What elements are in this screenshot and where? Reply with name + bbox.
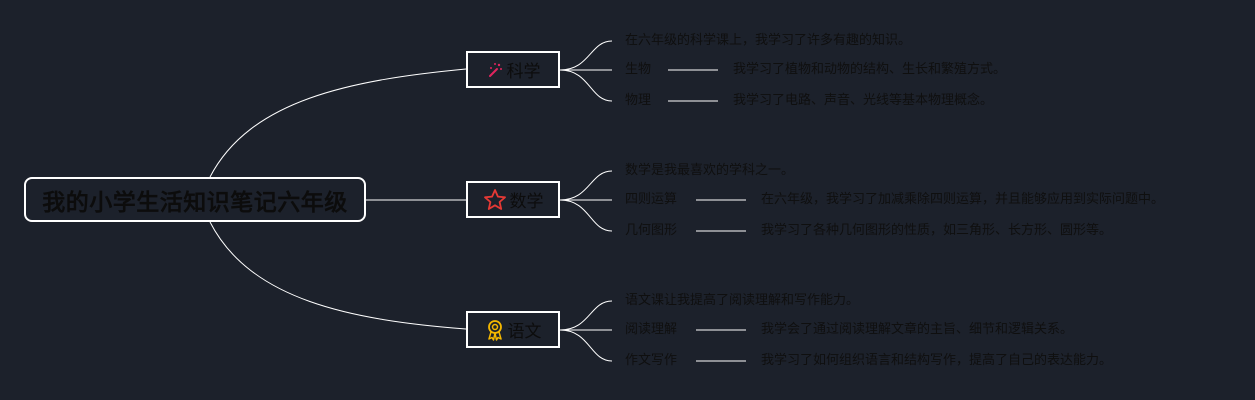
connector-math-item2 [559, 199, 613, 232]
science-item-biology-label[interactable]: 生物 [625, 62, 652, 77]
connector-root-chinese [209, 221, 467, 330]
connector-root-science [209, 68, 467, 178]
math-item-geometry-note[interactable]: 我学习了各种几何图形的性质，如三角形、长方形、圆形等。 [761, 223, 1113, 238]
chinese-item-reading-label[interactable]: 阅读理解 [625, 322, 678, 337]
chinese-item-writing-note[interactable]: 我学习了如何组织语言和结构写作，提高了自己的表达能力。 [761, 353, 1113, 368]
connector-chinese-item2 [559, 329, 613, 362]
chinese-intro-text[interactable]: 语文课让我提高了阅读理解和写作能力。 [625, 293, 860, 308]
connector-math-intro [559, 170, 613, 201]
chinese-item-writing-label[interactable]: 作文写作 [625, 353, 678, 368]
topic-chinese-label: 语文 [507, 322, 542, 342]
math-intro-text[interactable]: 数学是我最喜欢的学科之一。 [625, 163, 795, 178]
science-intro-text[interactable]: 在六年级的科学课上，我学习了许多有趣的知识。 [625, 33, 912, 48]
root-topic-label: 我的小学生活知识笔记六年级 [42, 189, 348, 216]
star-icon [483, 188, 507, 212]
topic-science-label: 科学 [506, 62, 541, 82]
award-ribbon-icon [485, 319, 505, 341]
science-item-physics-note[interactable]: 我学习了电路、声音、光线等基本物理概念。 [733, 93, 994, 108]
root-topic[interactable]: 我的小学生活知识笔记六年级 [24, 177, 366, 222]
science-item-physics-label[interactable]: 物理 [625, 93, 652, 108]
chinese-item-reading-note[interactable]: 我学会了通过阅读理解文章的主旨、细节和逻辑关系。 [761, 322, 1074, 337]
connector-science-item2 [559, 69, 613, 102]
math-item-arithmetic-note[interactable]: 在六年级，我学习了加减乘除四则运算，并且能够应用到实际问题中。 [761, 192, 1165, 207]
connector-chinese-intro [559, 300, 613, 331]
topic-chinese[interactable]: 语文 [466, 311, 560, 348]
magic-wand-icon [486, 61, 504, 79]
topic-science[interactable]: 科学 [466, 51, 560, 88]
connector-science-intro [559, 40, 613, 71]
math-item-arithmetic-label[interactable]: 四则运算 [625, 192, 678, 207]
math-item-geometry-label[interactable]: 几何图形 [625, 223, 678, 238]
topic-math-label: 数学 [509, 192, 544, 212]
science-item-biology-note[interactable]: 我学习了植物和动物的结构、生长和繁殖方式。 [733, 62, 1007, 77]
topic-math[interactable]: 数学 [466, 181, 560, 218]
